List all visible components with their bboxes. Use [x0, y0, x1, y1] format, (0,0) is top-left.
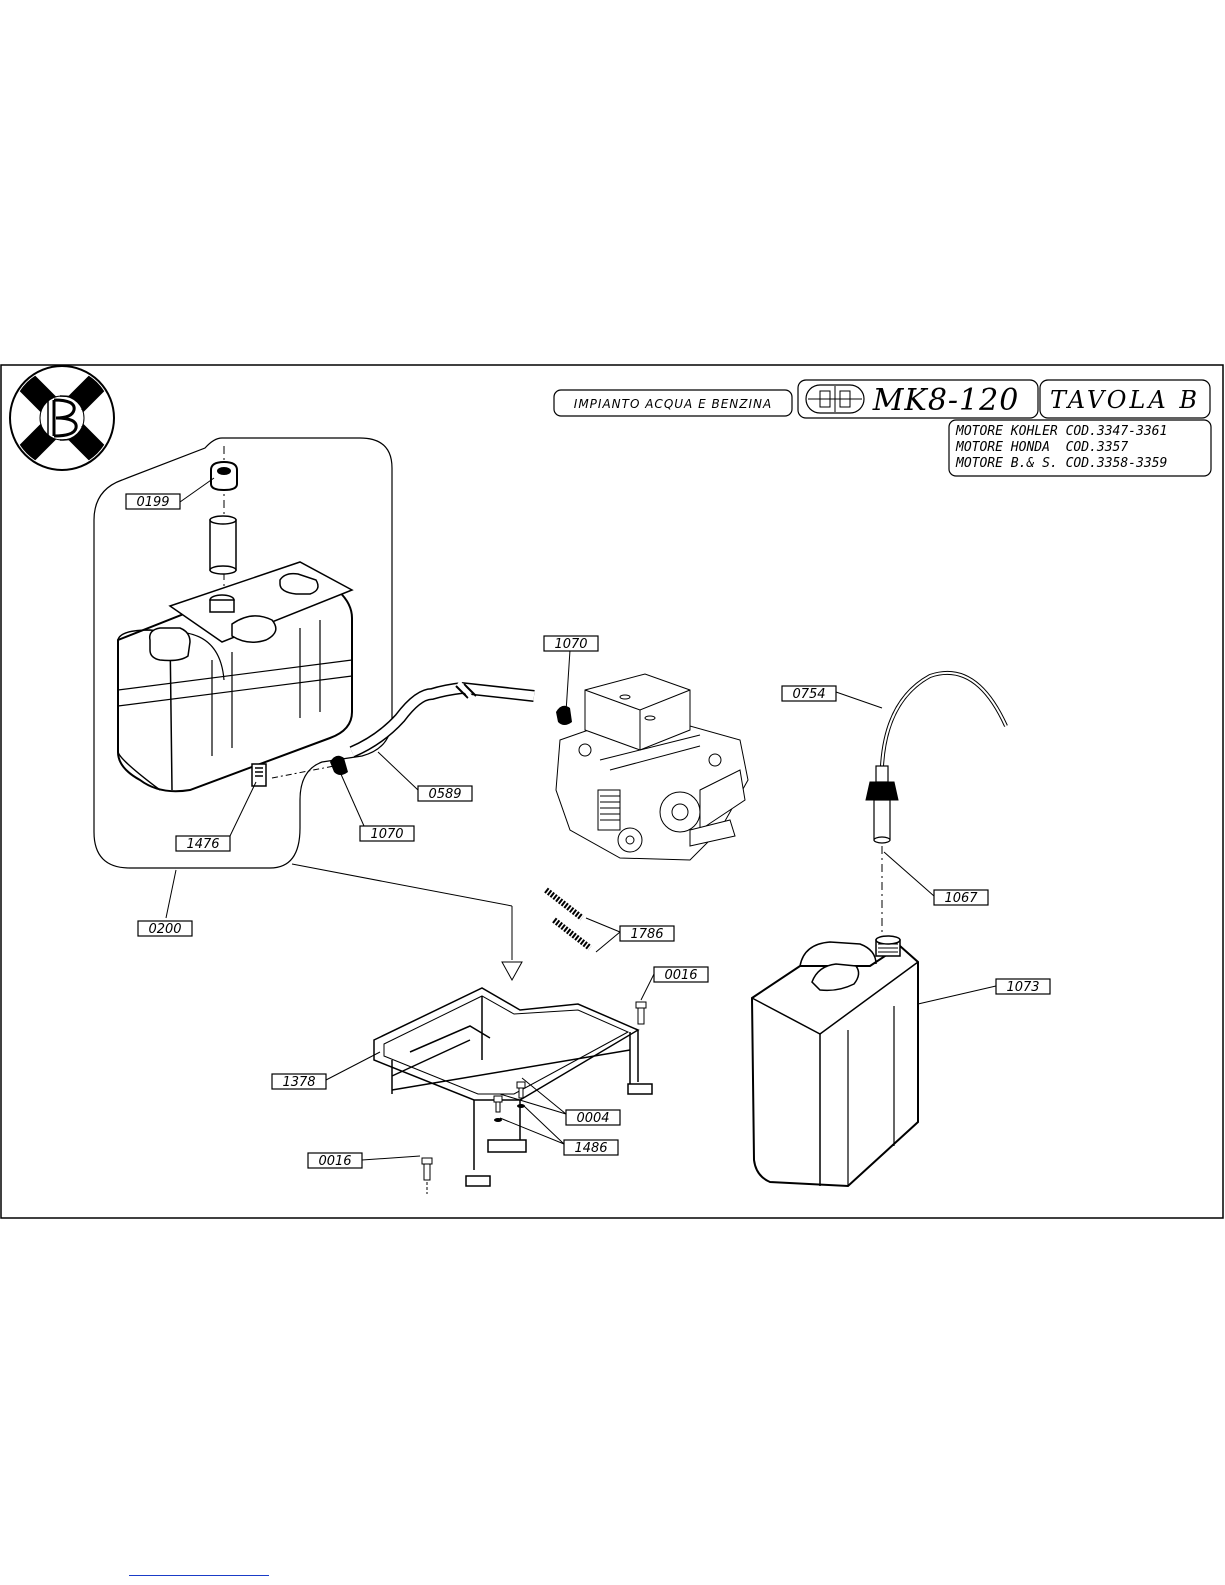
label-1067-text: 1067	[944, 891, 978, 906]
label-0589-text: 0589	[428, 787, 461, 802]
label-1786-text: 1786	[630, 927, 663, 942]
label-0754-text: 0754	[792, 687, 825, 702]
elbow-fitting-part	[252, 764, 334, 786]
filler-tube-part	[210, 516, 236, 574]
bolt-0016-right	[636, 1002, 646, 1024]
label-0016-left: 0016	[308, 1153, 362, 1169]
label-1067: 1067	[934, 890, 988, 906]
tension-spring-upper	[546, 890, 582, 918]
label-0199: 0199	[126, 494, 180, 510]
label-0754: 0754	[782, 686, 836, 702]
label-1476-text: 1476	[186, 837, 219, 852]
label-1378: 1378	[272, 1074, 326, 1090]
label-1378-text: 1378	[282, 1075, 315, 1090]
label-1486: 1486	[564, 1140, 618, 1156]
assembly-arrow	[292, 864, 522, 980]
frame-badge-icon	[806, 385, 864, 413]
table-title: TAVOLA B	[1050, 386, 1200, 414]
label-1070-lower-text: 1070	[370, 827, 403, 842]
label-0004: 0004	[566, 1110, 620, 1126]
engine-illustration	[556, 674, 748, 860]
section-title: IMPIANTO ACQUA E BENZINA	[574, 397, 772, 411]
hose-clamp-upper	[556, 706, 572, 725]
label-0016-right: 0016	[654, 967, 708, 983]
label-0200: 0200	[138, 921, 192, 937]
engine-line-honda: MOTORE HONDA COD.3357	[955, 440, 1128, 455]
label-1073: 1073	[996, 979, 1050, 995]
bolt-0016-left	[422, 1158, 432, 1194]
label-0200-text: 0200	[148, 922, 181, 937]
label-0199-text: 0199	[136, 495, 169, 510]
filter-cap-part	[866, 766, 898, 936]
fuel-hose-part	[352, 682, 534, 752]
label-1476: 1476	[176, 836, 230, 852]
section-title-box: IMPIANTO ACQUA E BENZINA	[554, 390, 792, 416]
model-box: MK8-120	[798, 380, 1038, 418]
tension-spring-lower	[554, 920, 590, 948]
water-tank-part	[118, 562, 352, 791]
engine-line-bs: MOTORE B.& S. COD.3358-3359	[955, 456, 1167, 471]
label-0016-left-text: 0016	[318, 1154, 351, 1169]
label-1486-text: 1486	[574, 1141, 607, 1156]
suction-tube-part	[882, 673, 1006, 766]
label-1070-upper: 1070	[544, 636, 598, 652]
label-1070-lower: 1070	[360, 826, 414, 842]
model-title: MK8-120	[872, 383, 1020, 418]
label-1070-upper-text: 1070	[554, 637, 587, 652]
label-1786: 1786	[620, 926, 674, 942]
engine-codes-box: MOTORE KOHLER COD.3347-3361 MOTORE HONDA…	[949, 420, 1211, 476]
fuel-canister-part	[752, 936, 918, 1186]
label-1073-text: 1073	[1006, 980, 1039, 995]
footer-hyperlink-underline[interactable]	[129, 1575, 269, 1576]
engine-line-kohler: MOTORE KOHLER COD.3347-3361	[955, 424, 1167, 439]
table-box: TAVOLA B	[1040, 380, 1210, 418]
label-0589: 0589	[418, 786, 472, 802]
brand-logo-icon	[10, 366, 114, 470]
label-0016-right-text: 0016	[664, 968, 697, 983]
label-0004-text: 0004	[576, 1111, 609, 1126]
